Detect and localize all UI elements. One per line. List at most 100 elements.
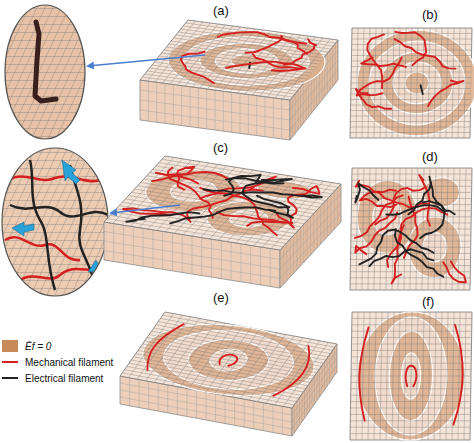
electrical-filament	[10, 205, 108, 217]
mechanical-filament	[166, 49, 236, 82]
grid-line	[464, 312, 466, 440]
legend-text: Mechanical filament	[23, 357, 115, 368]
legend-row: Electrical filament	[2, 370, 115, 386]
face-ground	[350, 168, 472, 290]
zoom-pointer	[111, 205, 180, 213]
zoom-grid	[0, 145, 112, 300]
line-sample	[2, 377, 18, 379]
grid-line	[458, 312, 460, 440]
top-face	[350, 312, 472, 440]
zoom-outline	[2, 148, 108, 296]
grid-line	[158, 322, 330, 354]
mechanical-filament	[217, 353, 240, 366]
mechanical-filament	[395, 32, 427, 65]
grid-line	[283, 39, 331, 99]
zoom-ground	[0, 145, 112, 300]
mechanical-filament	[361, 57, 406, 66]
mechanical-filament	[273, 346, 320, 398]
electrical-filament	[408, 177, 446, 215]
face-ground	[350, 312, 472, 440]
mechanical-filament	[443, 262, 466, 283]
grid-line	[352, 180, 472, 181]
zoom-outline	[5, 5, 85, 139]
volume-panel	[350, 168, 472, 290]
face-ground	[350, 28, 472, 138]
grid-line	[283, 342, 328, 406]
volume-panel	[140, 20, 346, 140]
grid-line	[352, 44, 472, 45]
volume-panel	[350, 28, 474, 138]
mechanical-filament	[367, 34, 384, 88]
grid-line	[163, 315, 335, 347]
grid-line	[275, 341, 320, 405]
volume-panel	[104, 156, 341, 288]
electrical-filament	[420, 201, 445, 238]
legend-line-sample	[2, 356, 18, 368]
panel-label: (b)	[420, 7, 440, 22]
mechanical-filament	[5, 237, 80, 260]
grid-line	[262, 181, 323, 247]
electrical-filament	[369, 249, 433, 266]
mechanical-filament	[428, 80, 463, 106]
mechanical-filament	[226, 56, 307, 77]
panel-label: (e)	[211, 290, 231, 305]
grid-line	[352, 39, 472, 40]
electrical-filament	[226, 170, 292, 189]
panel-group	[104, 20, 474, 440]
top-face	[350, 28, 474, 138]
callout-arrow	[62, 160, 80, 184]
line-sample	[2, 361, 18, 363]
grid-line	[271, 183, 332, 249]
mechanical-filament	[139, 322, 184, 371]
panel-label: (c)	[211, 140, 230, 155]
contour-ring	[123, 313, 333, 408]
volume-panel	[350, 312, 472, 440]
electrical-filament	[359, 230, 433, 265]
electrical-filament	[355, 183, 378, 202]
face-ground	[104, 156, 341, 250]
legend-swatch	[2, 340, 18, 352]
electrical-filament	[217, 171, 263, 198]
top-face	[120, 312, 337, 408]
mechanical-filament	[8, 176, 100, 181]
grid-line	[464, 168, 466, 290]
electrical-filament	[35, 22, 56, 101]
top-face	[104, 156, 341, 250]
grid-line	[352, 331, 472, 332]
mechanical-filament	[356, 89, 392, 109]
panel-label: (d)	[420, 149, 440, 164]
mechanical-filament	[149, 163, 204, 190]
legend-row: Ēf = 0	[2, 338, 115, 354]
electrical-filament	[170, 198, 275, 237]
electrical-filament	[420, 85, 423, 94]
contour-ring	[148, 22, 344, 100]
grid-line	[352, 318, 472, 319]
legend-row: Mechanical filament	[2, 354, 115, 370]
zoom-grid	[0, 0, 95, 145]
zoom-circle	[0, 145, 112, 300]
contour-ring	[168, 30, 324, 92]
mechanical-filament	[453, 325, 463, 425]
mechanical-filament	[200, 169, 276, 206]
top-face	[140, 20, 346, 101]
zoom-circle	[0, 0, 95, 145]
panel-label: (a)	[211, 3, 231, 18]
legend-line-sample	[2, 372, 18, 384]
mechanical-filament	[359, 327, 369, 420]
zoom-pointer	[88, 55, 205, 66]
mechanical-filament	[406, 366, 417, 386]
zoom-ground	[0, 0, 95, 145]
electrical-filament	[233, 178, 308, 208]
legend-text: Ēf = 0	[23, 341, 53, 352]
grid-line	[352, 174, 472, 175]
mechanical-filament	[182, 183, 263, 226]
grid-line	[352, 324, 472, 325]
grid-line	[464, 28, 466, 138]
mechanical-filament	[214, 28, 318, 54]
legend-text: Electrical filament	[23, 373, 105, 384]
callout-arrow	[12, 222, 34, 236]
mechanical-filament	[246, 33, 310, 59]
volume-panel	[120, 312, 337, 436]
face-ground	[120, 312, 337, 408]
